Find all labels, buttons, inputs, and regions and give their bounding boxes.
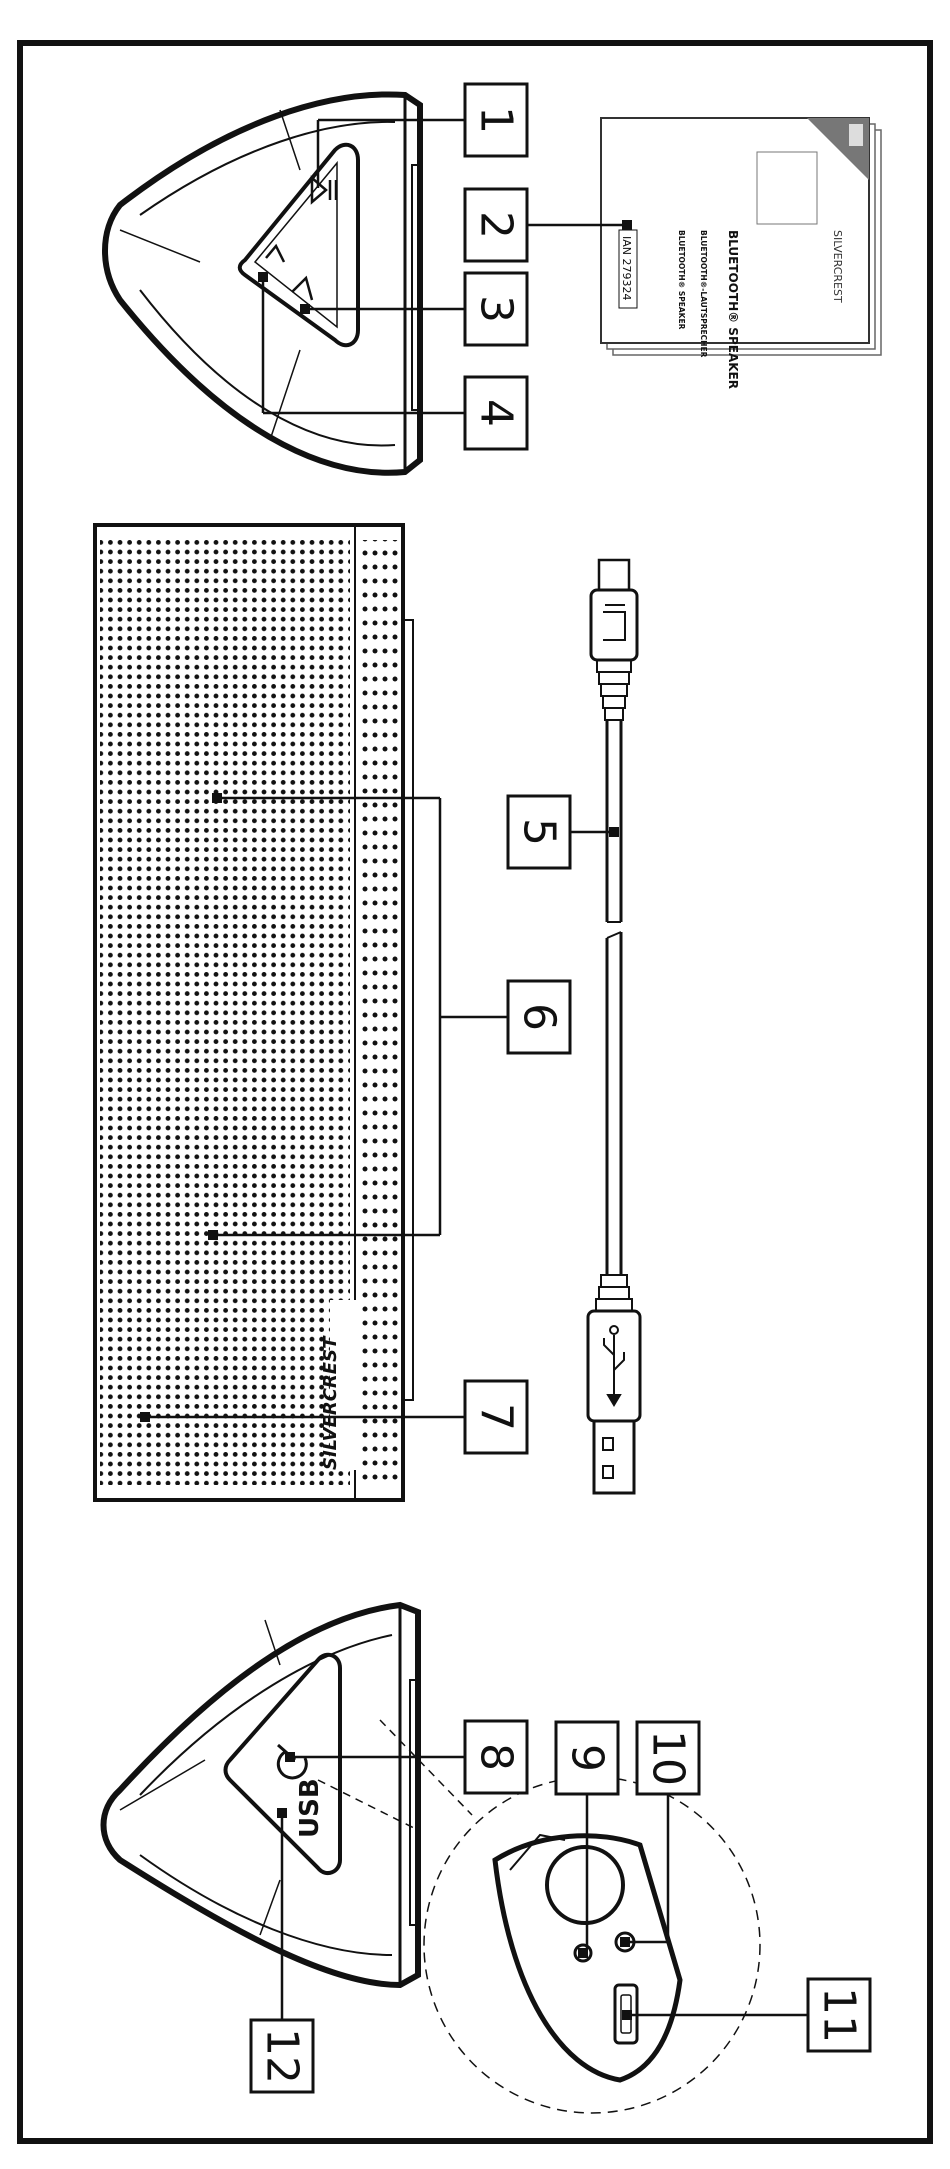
svg-text:9: 9 (562, 1744, 613, 1772)
callout-5: 5 (508, 796, 619, 868)
svg-text:6: 6 (514, 1003, 565, 1031)
manual-line-de: BLUETOOTH®-LAUTSPRECHER (699, 230, 708, 358)
usb-cable (588, 560, 640, 1493)
svg-text:1: 1 (471, 106, 522, 134)
usb-button-label: USB (295, 1778, 325, 1838)
manual-ian: IAN 279324 (620, 236, 633, 301)
svg-text:10: 10 (643, 1730, 694, 1786)
svg-text:5: 5 (514, 818, 565, 846)
svg-text:12: 12 (257, 2028, 308, 2084)
manual-line-en: BLUETOOTH® SPEAKER (677, 230, 686, 330)
svg-text:11: 11 (814, 1987, 865, 2043)
volume-down-icon (292, 278, 312, 300)
manual-title: BLUETOOTH® SPEAKER (726, 230, 740, 389)
speaker-body: SILVERCREST (95, 525, 413, 1500)
svg-text:7: 7 (471, 1403, 522, 1431)
svg-text:8: 8 (471, 1743, 522, 1771)
volume-up-icon (266, 246, 284, 262)
callout-12: 12 (251, 1808, 313, 2092)
user-manual: SILVERCREST BLUETOOTH® SPEAKER BLUETOOTH… (601, 118, 881, 389)
svg-text:3: 3 (471, 295, 522, 323)
speaker-brand-logo: SILVERCREST (320, 1335, 341, 1470)
manual-brand: SILVERCREST (831, 230, 844, 303)
svg-text:4: 4 (471, 399, 522, 427)
callout-3: 3 (300, 273, 527, 345)
svg-text:2: 2 (471, 211, 522, 239)
speaker-bottom-end-view: USB (104, 1605, 421, 1985)
